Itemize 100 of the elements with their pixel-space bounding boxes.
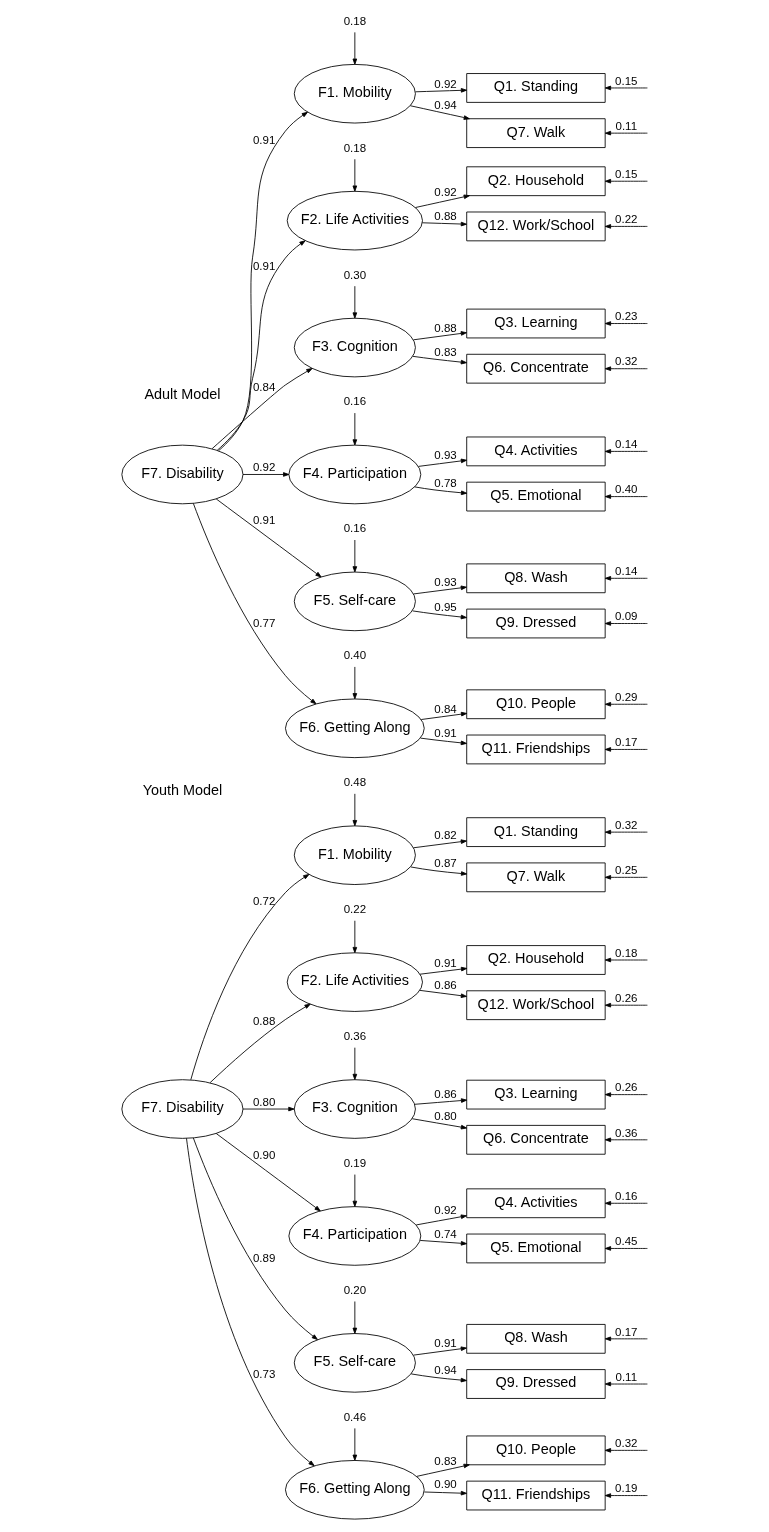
node-box: Q1. Standing	[465, 817, 606, 847]
arrow	[413, 486, 467, 496]
arrow	[352, 920, 357, 954]
edge-label: 0.93	[433, 448, 457, 461]
edge-label: 0.09	[614, 610, 638, 623]
edge-label: 0.73	[252, 1367, 275, 1380]
node-box: Q9. Dressed	[465, 1369, 606, 1399]
edge-label: 0.92	[433, 186, 457, 199]
arrow	[419, 1240, 467, 1246]
node-box: Q12. Work/School	[465, 990, 606, 1021]
arrow	[604, 130, 648, 136]
edge-label: 0.89	[252, 1251, 275, 1264]
node-box: Q6. Concentrate	[465, 1124, 606, 1155]
arrow	[604, 621, 648, 626]
edge-label: 0.36	[343, 1030, 366, 1043]
arrow	[604, 1336, 648, 1342]
edge-label: 0.91	[252, 134, 275, 147]
edge-label: 0.84	[433, 702, 457, 715]
node-box: Q5. Emotional	[465, 481, 606, 512]
arrow	[413, 1098, 467, 1105]
edge-label: 0.22	[343, 903, 366, 916]
arrow	[415, 1214, 467, 1226]
edge-label: 0.16	[343, 395, 366, 408]
edge-label: 0.11	[615, 1370, 637, 1383]
edge-label: 0.91	[433, 726, 457, 739]
arrow	[421, 221, 467, 227]
edge-label: 0.15	[614, 167, 638, 180]
arrow	[604, 829, 648, 835]
node-box: Q12. Work/School	[465, 211, 606, 242]
edge-label: 0.32	[614, 818, 638, 831]
node-box: Q1. Standing	[465, 73, 606, 103]
arrow	[352, 1301, 357, 1334]
node-box: Q8. Wash	[465, 563, 606, 594]
edge-label: 0.91	[252, 260, 275, 273]
edge-label: 0.77	[252, 616, 275, 629]
edge-label: 0.15	[614, 74, 638, 87]
edge-label: 0.93	[433, 575, 457, 588]
edge-label: 0.87	[433, 857, 457, 870]
edge-label: 0.91	[433, 957, 457, 970]
node-box: Q2. Household	[465, 166, 606, 197]
edge-label: 0.18	[343, 141, 366, 154]
node-box: Q7. Walk	[465, 118, 606, 148]
edge-label: 0.46	[343, 1410, 366, 1423]
edge-label: 0.17	[614, 1325, 638, 1338]
node-ellipse: F4. Participation	[287, 444, 421, 505]
node-ellipse: F7. Disability	[120, 444, 243, 505]
arrow	[604, 957, 648, 963]
arrow	[604, 1448, 648, 1453]
node-box: Q4. Activities	[465, 1188, 606, 1219]
arrow	[604, 449, 648, 454]
arrow	[352, 1174, 357, 1207]
arrow	[604, 576, 648, 581]
arrow	[215, 1133, 321, 1212]
arrow	[604, 1493, 648, 1498]
arrow	[604, 85, 648, 91]
node-box: Q10. People	[465, 1435, 606, 1466]
node-box: Q4. Activities	[465, 436, 606, 467]
arrow	[419, 966, 467, 975]
edge-label: 0.45	[614, 1235, 638, 1248]
edge-label: 0.92	[433, 77, 457, 90]
arrow	[409, 866, 467, 876]
arrow	[412, 1346, 467, 1356]
edge-label: 0.84	[252, 381, 275, 394]
node-ellipse: F2. Life Activities	[286, 190, 423, 251]
edge-label: 0.88	[252, 1015, 275, 1028]
arrow	[352, 793, 357, 827]
arrow	[414, 194, 470, 208]
label: Adult Model	[143, 386, 220, 402]
arrow	[604, 1381, 648, 1387]
edge-label: 0.18	[614, 946, 638, 959]
node-box: Q3. Learning	[465, 308, 606, 339]
edge-label: 0.86	[433, 979, 457, 992]
edge-label: 0.26	[614, 1081, 638, 1094]
node-ellipse: F3. Cognition	[293, 1079, 416, 1139]
edge-label: 0.95	[433, 600, 457, 613]
edge-label: 0.72	[252, 894, 275, 907]
arrow	[419, 737, 467, 746]
arrow	[242, 472, 289, 477]
edge-label: 0.86	[433, 1088, 457, 1101]
node-box: Q8. Wash	[465, 1323, 606, 1354]
edge-label: 0.80	[252, 1095, 275, 1108]
arrow	[604, 875, 648, 880]
arrow	[604, 178, 648, 184]
arrow	[409, 105, 470, 120]
edge-label: 0.90	[433, 1478, 457, 1491]
edge-label: 0.17	[614, 736, 638, 749]
edge-label: 0.94	[433, 98, 457, 111]
edge-label: 0.48	[343, 776, 366, 789]
node-ellipse: F1. Mobility	[293, 63, 416, 124]
edge-label: 0.83	[433, 1455, 457, 1468]
edge-label: 0.94	[433, 1364, 457, 1377]
edge-label: 0.14	[614, 438, 638, 451]
edge-label: 0.25	[614, 864, 638, 877]
node-box: Q11. Friendships	[465, 734, 606, 765]
edge-label: 0.22	[614, 213, 638, 226]
node-ellipse: F3. Cognition	[293, 317, 416, 378]
arrow	[216, 240, 306, 451]
edge-label: 0.91	[252, 514, 275, 527]
arrow	[352, 666, 357, 700]
arrow	[242, 1106, 294, 1112]
